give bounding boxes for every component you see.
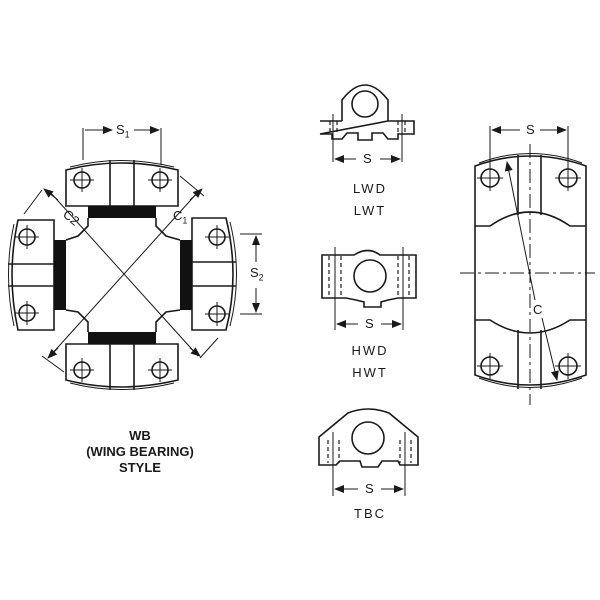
wb-caption-line2: (WING BEARING)	[86, 444, 194, 459]
lwd-bearing	[319, 84, 415, 163]
tbc-dim-s: S	[364, 481, 375, 496]
lwd-caption-line2: LWT	[353, 203, 387, 218]
hwd-caption-line1: HWD	[351, 343, 389, 358]
dim-s1-label: S1	[115, 122, 131, 140]
lwd-caption-line1: LWD	[353, 181, 387, 196]
hwd-bearing	[321, 247, 417, 330]
half-round-dim-s: S	[525, 122, 536, 137]
wb-style-caption: WB (WING BEARING) STYLE	[55, 428, 225, 476]
tbc-caption: TBC	[354, 506, 386, 521]
half-round-dim-c: C	[532, 302, 544, 317]
tbc-bearing	[318, 408, 419, 496]
half-round-bearing	[460, 126, 595, 405]
lwd-dim-s: S	[362, 151, 373, 166]
hwd-dim-s: S	[364, 316, 375, 331]
wb-caption-line1: WB	[129, 428, 151, 443]
wing-bearing-cross	[8, 126, 262, 390]
wb-caption-line3: STYLE	[119, 460, 161, 475]
hwd-caption: HWD HWT	[330, 340, 410, 384]
lwd-caption: LWD LWT	[330, 178, 410, 222]
dim-s2-label: S2	[249, 265, 265, 283]
dim-c1-label: C1	[173, 208, 188, 226]
hwd-caption-line2: HWT	[352, 365, 388, 380]
